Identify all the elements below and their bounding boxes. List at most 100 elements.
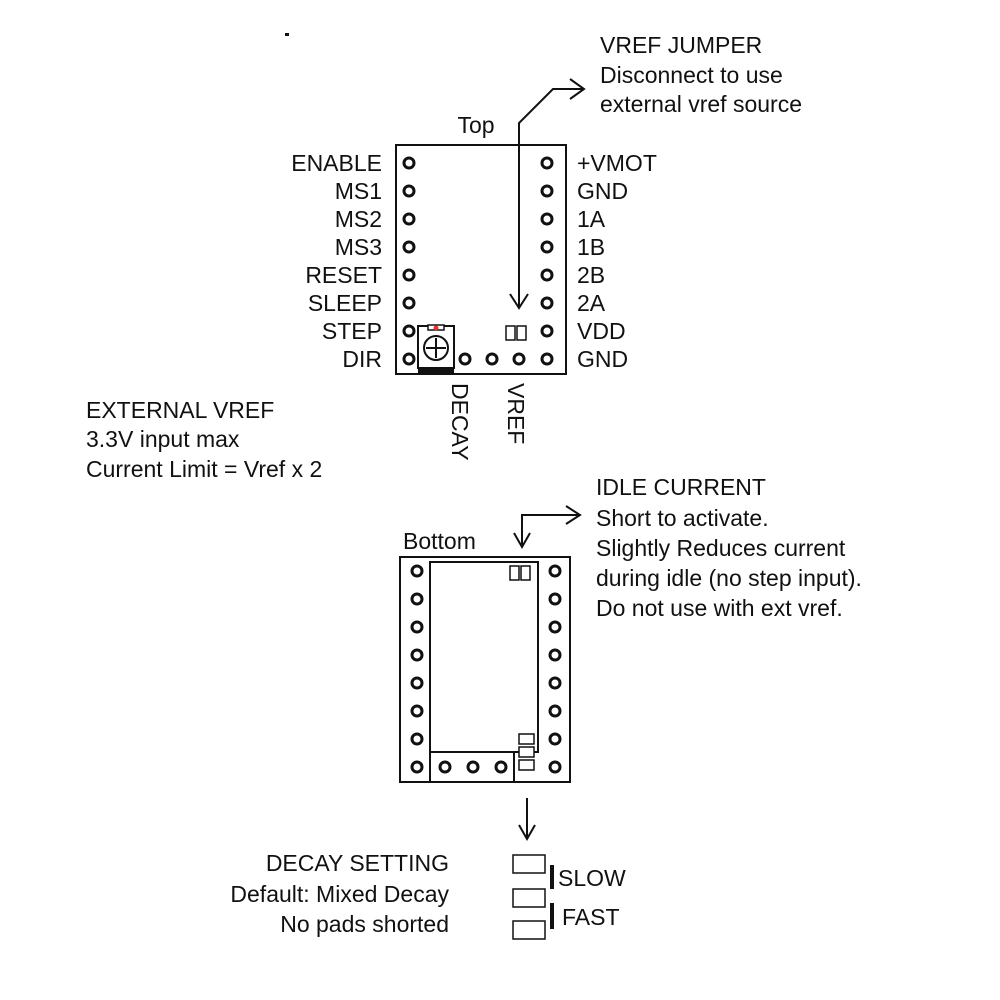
decay-pads [518, 733, 535, 771]
decay-setting-note: DECAY SETTING Default: Mixed Decay No pa… [230, 850, 449, 937]
external-vref-line-2: Current Limit = Vref x 2 [86, 456, 322, 482]
decay-setting-line-1: Default: Mixed Decay [230, 881, 449, 907]
pot-marker [433, 325, 439, 331]
decay-pad-3 [512, 920, 546, 940]
idle-current-arrow [513, 505, 582, 550]
slow-bridge-bar [550, 865, 554, 889]
idle-current-line-1: Short to activate. [596, 505, 769, 531]
pin-label-enable: ENABLE [291, 150, 382, 176]
pin [402, 212, 416, 226]
decay-pad-1 [512, 854, 546, 874]
bottom-strip-pins [438, 760, 508, 774]
top-left-labels: ENABLE MS1 MS2 MS3 RESET SLEEP STEP DIR [291, 150, 382, 372]
vref-jumper-arrow [509, 78, 586, 310]
pin-label-gnd-2: GND [577, 346, 628, 372]
top-title: Top [457, 112, 494, 138]
decay-setting-line-2: No pads shorted [280, 911, 449, 937]
bottom-title: Bottom [403, 528, 476, 554]
pin [548, 760, 562, 774]
fast-bridge-bar [550, 903, 554, 929]
pin [548, 732, 562, 746]
pin [410, 648, 424, 662]
vref-jumper-note: VREF JUMPER Disconnect to use external v… [600, 32, 802, 117]
pin [438, 760, 452, 774]
pin [540, 352, 554, 366]
pin [540, 240, 554, 254]
vref-jumper-title: VREF JUMPER [600, 32, 762, 58]
bottom-board: Bottom [399, 528, 571, 783]
idle-current-pads [509, 565, 531, 581]
pin [548, 648, 562, 662]
pin-label-gnd: GND [577, 178, 628, 204]
pin-label-sleep: SLEEP [308, 290, 382, 316]
pin [410, 592, 424, 606]
pin [540, 324, 554, 338]
top-right-pins [540, 156, 554, 366]
pin [402, 268, 416, 282]
pin [540, 212, 554, 226]
idle-current-note: IDLE CURRENT Short to activate. Slightly… [596, 474, 862, 621]
pin [548, 676, 562, 690]
pin-label-vmot: +VMOT [577, 150, 657, 176]
pin [548, 704, 562, 718]
decay-slow-label: SLOW [558, 865, 626, 891]
pin [410, 564, 424, 578]
decay-label: DECAY [447, 383, 473, 461]
pin [512, 352, 526, 366]
pin [466, 760, 480, 774]
pin [540, 156, 554, 170]
bottom-right-pins [548, 564, 562, 774]
pin [494, 760, 508, 774]
pin-label-2a: 2A [577, 290, 606, 316]
pin [410, 704, 424, 718]
idle-current-line-4: Do not use with ext vref. [596, 595, 843, 621]
pin-label-step: STEP [322, 318, 382, 344]
pin-label-reset: RESET [305, 262, 382, 288]
pin [548, 620, 562, 634]
pin [548, 564, 562, 578]
pin-label-ms2: MS2 [335, 206, 382, 232]
vref-jumper-line-1: Disconnect to use [600, 62, 783, 88]
decay-pad-2 [512, 888, 546, 908]
vref-jumper-line-2: external vref source [600, 91, 802, 117]
potentiometer-icon [417, 324, 455, 373]
pin [402, 184, 416, 198]
pin-label-vdd: VDD [577, 318, 626, 344]
bottom-pin-strip [429, 751, 515, 783]
pin [540, 296, 554, 310]
bottom-board-outline [399, 556, 571, 783]
stray-dot [285, 33, 289, 36]
pin [540, 184, 554, 198]
external-vref-line-1: 3.3V input max [86, 426, 240, 452]
pin-label-ms3: MS3 [335, 234, 382, 260]
pin [402, 352, 416, 366]
vref-jumper-pads [505, 325, 527, 341]
idle-current-title: IDLE CURRENT [596, 474, 766, 500]
pin [410, 620, 424, 634]
pin [458, 352, 472, 366]
pin-label-ms1: MS1 [335, 178, 382, 204]
decay-setting-title: DECAY SETTING [266, 850, 449, 876]
pin [402, 240, 416, 254]
pin [485, 352, 499, 366]
vref-label: VREF [503, 383, 529, 444]
decay-fast-label: FAST [562, 904, 620, 930]
pin-label-1b: 1B [577, 234, 605, 260]
external-vref-note: EXTERNAL VREF 3.3V input max Current Lim… [86, 397, 322, 482]
top-bottom-pins [458, 352, 526, 366]
pin-label-2b: 2B [577, 262, 605, 288]
decay-setting-arrow [518, 798, 536, 842]
decay-pad-detail: SLOW FAST [512, 854, 626, 940]
pin [402, 296, 416, 310]
idle-current-line-2: Slightly Reduces current [596, 535, 846, 561]
pin [410, 732, 424, 746]
pin-label-dir: DIR [342, 346, 382, 372]
external-vref-title: EXTERNAL VREF [86, 397, 274, 423]
pin [410, 676, 424, 690]
top-board: Top [291, 112, 657, 461]
pin [548, 592, 562, 606]
pin-label-1a: 1A [577, 206, 606, 232]
pin [540, 268, 554, 282]
pin [402, 156, 416, 170]
